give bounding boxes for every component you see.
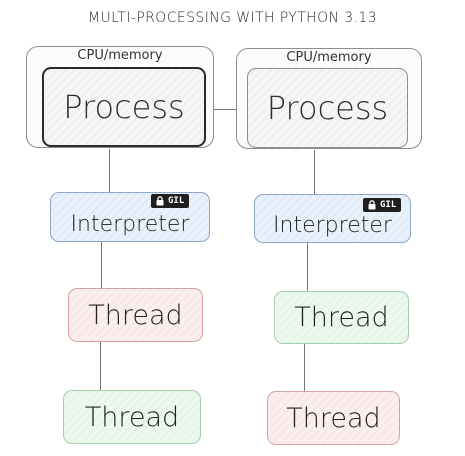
left-cpu-memory-label: CPU/memory	[77, 48, 163, 63]
right-process-label: Process	[266, 89, 389, 127]
diagram-title: MULTI-PROCESSING WITH PYTHON 3.13	[88, 10, 377, 26]
right-interpreter-thread-line	[307, 243, 309, 291]
right-process-box[interactable]: Process	[247, 68, 408, 148]
right-thread-2-label: Thread	[286, 402, 381, 434]
left-process-box[interactable]: Process	[42, 67, 206, 147]
left-thread-2-label: Thread	[84, 401, 180, 433]
left-interpreter-label: Interpreter	[70, 212, 190, 237]
right-thread-1-label: Thread	[294, 302, 389, 333]
right-thread-thread-line	[304, 344, 306, 391]
right-cpu-memory-label: CPU/memory	[286, 50, 372, 65]
right-process-interpreter-line	[314, 150, 316, 194]
left-thread-1-label: Thread	[88, 299, 183, 331]
left-thread-thread-line	[100, 342, 102, 390]
process-link-line	[214, 109, 238, 111]
right-thread-1-box[interactable]: Thread	[274, 291, 409, 344]
left-thread-1-box[interactable]: Thread	[68, 288, 203, 342]
left-interpreter-box[interactable]: Interpreter	[50, 192, 210, 242]
left-interpreter-thread-line	[101, 242, 103, 288]
left-gil-label: GIL	[168, 196, 185, 206]
right-gil-label: GIL	[380, 200, 397, 210]
lock-icon	[156, 196, 164, 206]
left-process-label: Process	[63, 88, 185, 126]
lock-icon	[368, 200, 376, 210]
right-thread-2-box[interactable]: Thread	[267, 391, 400, 445]
left-gil-badge: GIL	[151, 194, 190, 208]
left-thread-2-box[interactable]: Thread	[63, 390, 201, 444]
left-process-interpreter-line	[109, 149, 111, 192]
right-gil-badge: GIL	[363, 198, 402, 212]
right-interpreter-label: Interpreter	[273, 213, 392, 238]
